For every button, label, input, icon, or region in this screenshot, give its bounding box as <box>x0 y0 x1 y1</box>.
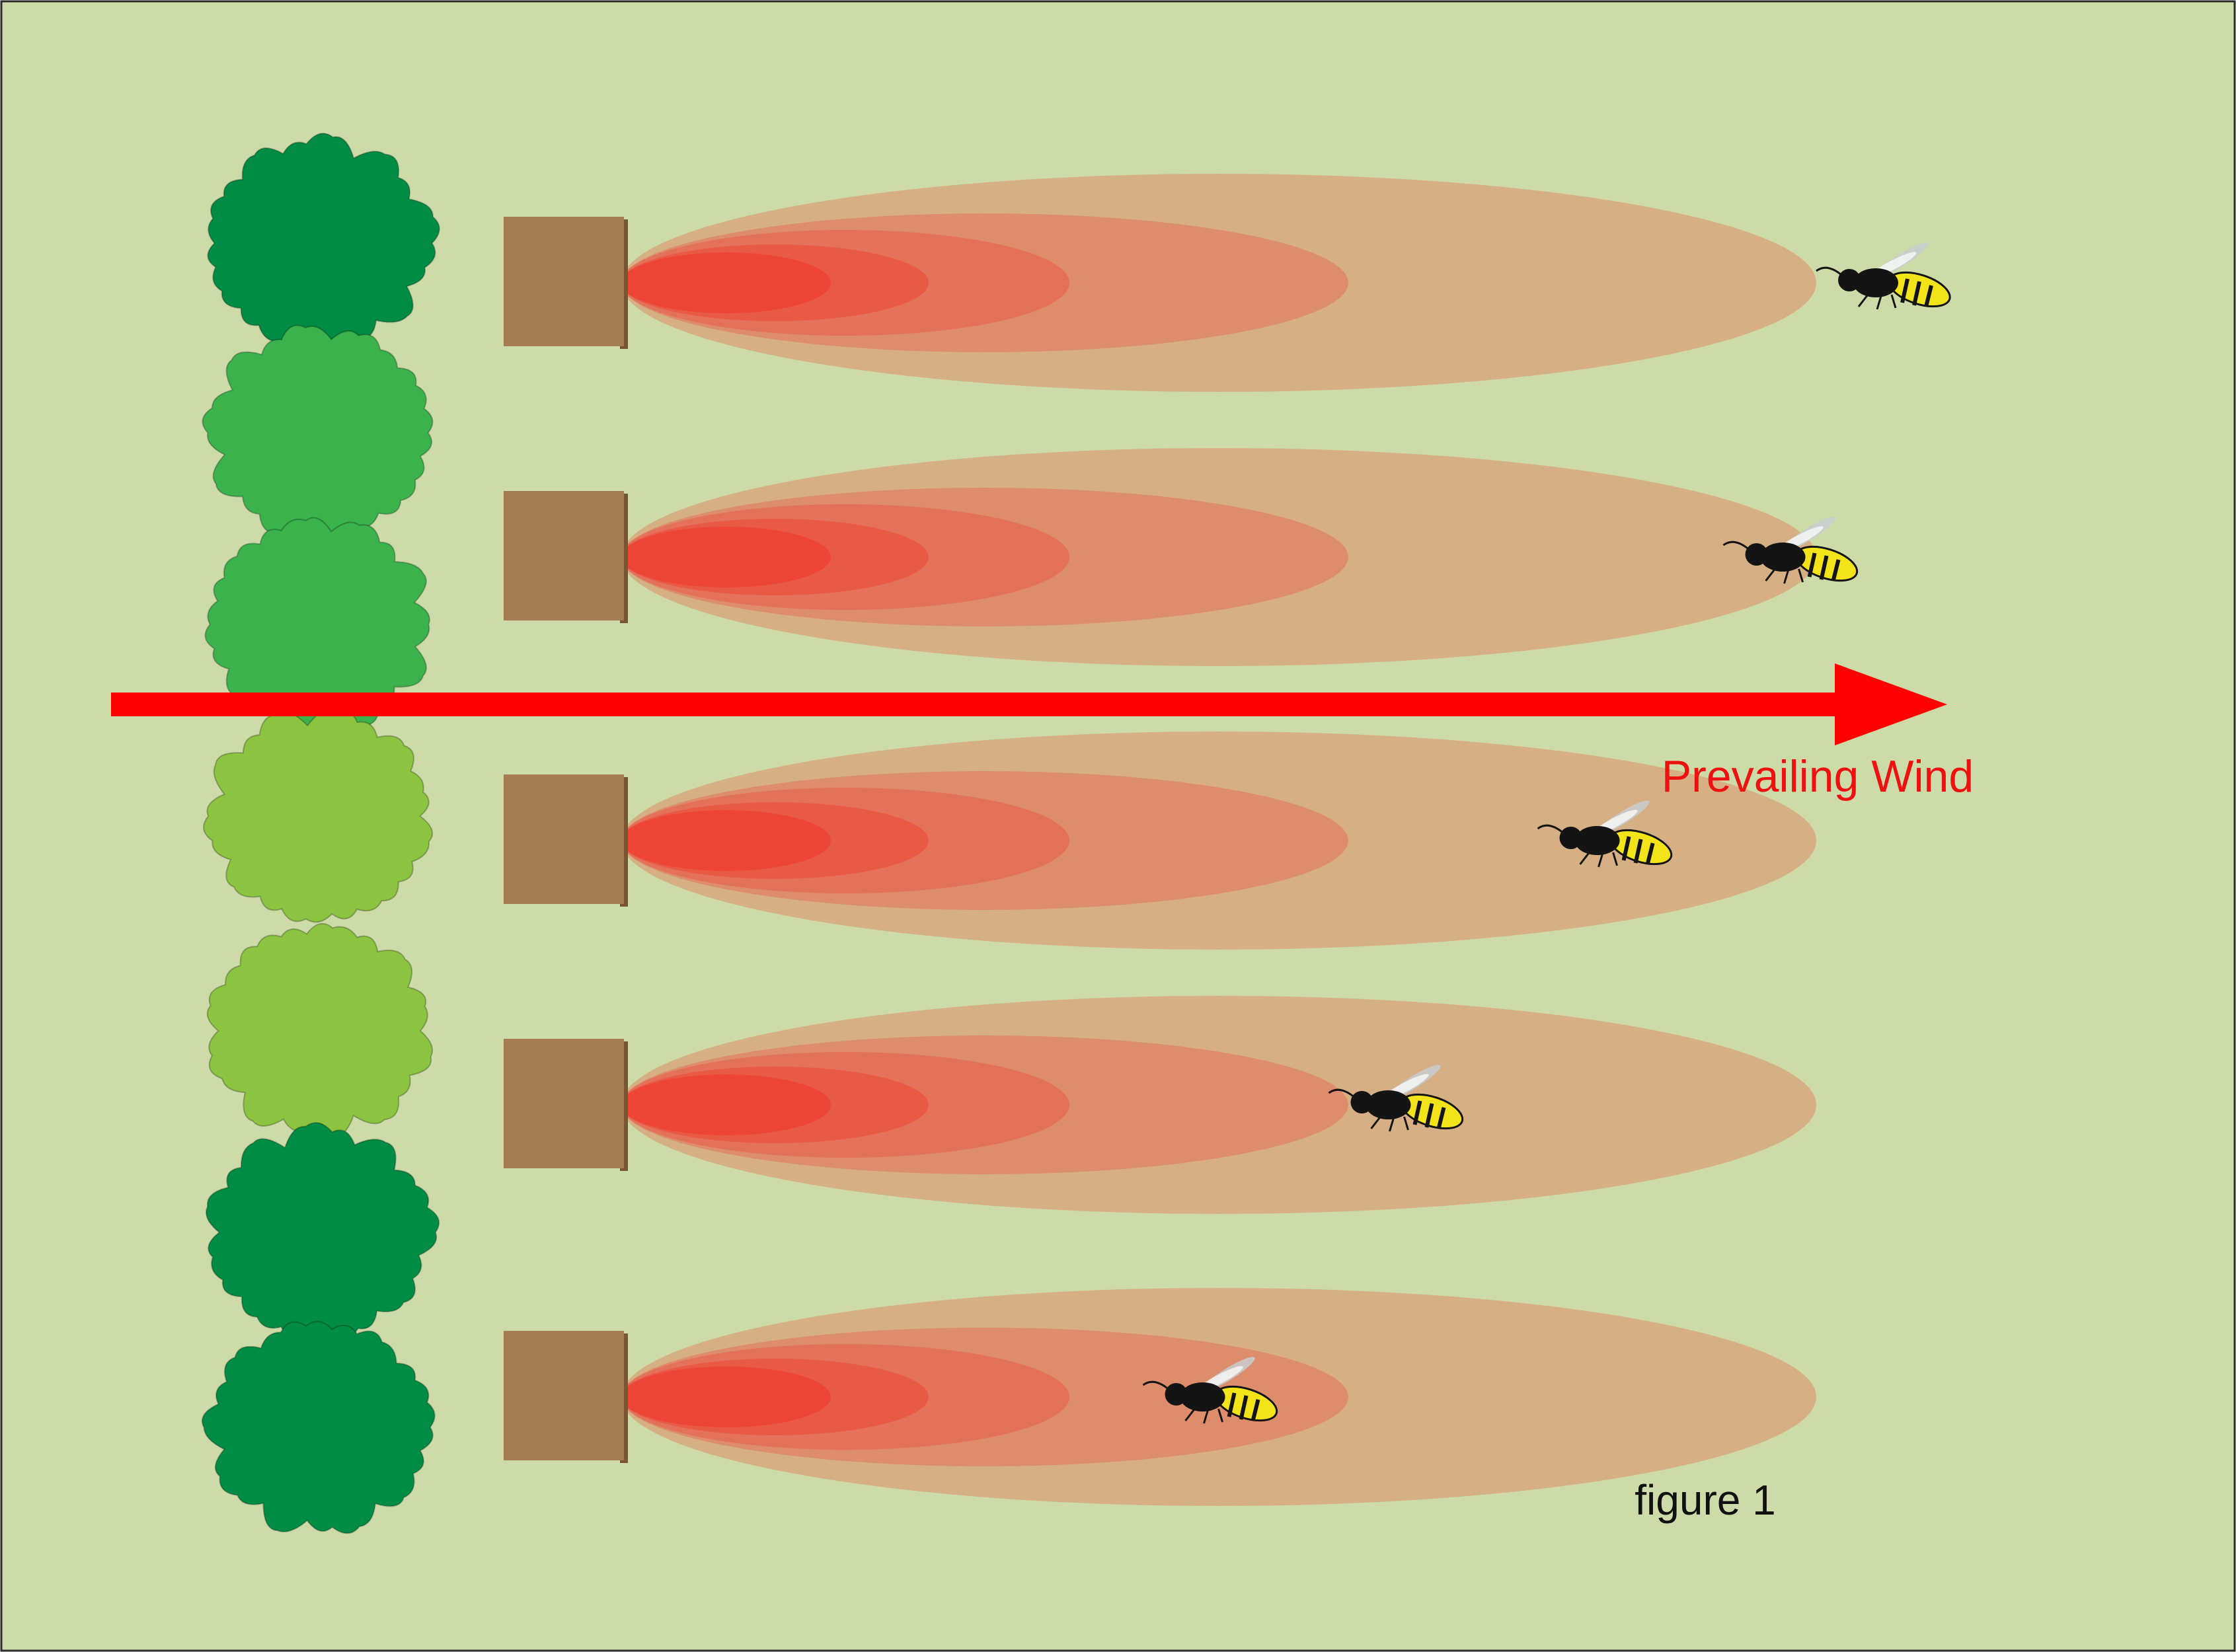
wind-arrow-shaft <box>111 693 1856 716</box>
wasp-icon <box>1816 243 1951 310</box>
tree-bush <box>206 922 434 1143</box>
box <box>504 217 624 346</box>
box <box>504 774 624 904</box>
scent-plume <box>621 174 1816 392</box>
scent-plume <box>621 732 1816 950</box>
hedge <box>201 132 440 1534</box>
tree-bush <box>205 1122 440 1339</box>
tree-bush <box>202 324 434 540</box>
box-row <box>504 1288 1816 1506</box>
wind-arrow-head <box>1835 663 1947 745</box>
box-rows <box>504 174 1951 1506</box>
figure-caption: figure 1 <box>1635 1476 1775 1524</box>
tree-bush <box>203 707 434 923</box>
wasp-icon <box>1142 1357 1278 1424</box>
box <box>504 1039 624 1168</box>
wasp-icon <box>1537 800 1673 868</box>
tree-bush <box>201 1320 436 1534</box>
box-row <box>504 448 1859 666</box>
wasp-icon <box>1722 517 1859 584</box>
scent-plume <box>621 996 1816 1214</box>
wind-label: Prevailing Wind <box>1662 751 1974 802</box>
scent-plume <box>621 1288 1816 1506</box>
box-row <box>504 174 1951 392</box>
tree-bush <box>207 132 440 351</box>
scent-plume <box>621 448 1816 666</box>
wasp-icon <box>1328 1065 1464 1132</box>
tree-bush <box>204 517 430 733</box>
box-row <box>504 996 1816 1214</box>
prevailing-wind-arrow <box>111 663 1947 745</box>
box <box>504 491 624 620</box>
box-row <box>504 732 1816 950</box>
box <box>504 1331 624 1460</box>
